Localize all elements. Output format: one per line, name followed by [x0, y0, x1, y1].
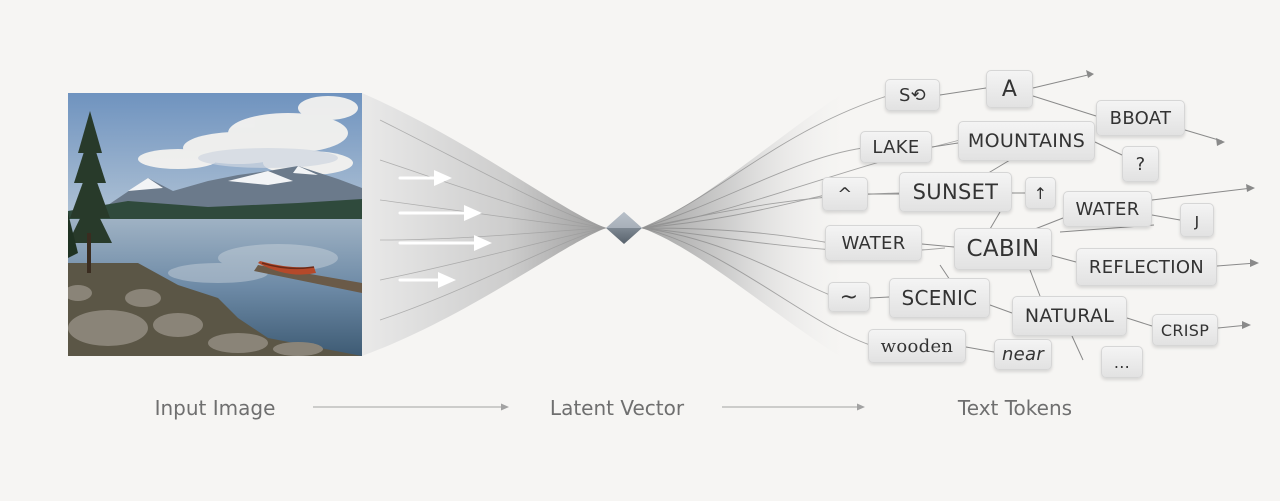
token-water-1: WATER — [1063, 191, 1152, 227]
token-natural: NATURAL — [1012, 296, 1127, 336]
flow-arrow-icon — [398, 205, 482, 221]
token-near: near — [994, 339, 1052, 370]
token-arrow-glyph: ↑ — [1025, 177, 1056, 209]
token-lake: LAKE — [860, 131, 932, 163]
token-a: A — [986, 70, 1033, 108]
token-mountains: MOUNTAINS — [958, 121, 1095, 161]
token-funnel — [641, 94, 961, 360]
token-s-glyph: S⟲ — [885, 79, 940, 111]
input-funnel — [362, 93, 607, 356]
flow-arrow-icon — [398, 235, 492, 251]
token-sunset: SUNSET — [899, 172, 1012, 212]
stage-label-latent: Latent Vector — [549, 396, 685, 420]
token-question: ? — [1122, 146, 1159, 182]
latent-vector-icon — [606, 212, 642, 244]
token-water-2: WATER — [825, 225, 922, 261]
stage-arrows — [313, 403, 865, 411]
token-output-arrows — [1086, 70, 1259, 329]
token-bboat: BBOAT — [1096, 100, 1185, 136]
flow-arrow-icon — [398, 272, 456, 288]
token-tilde: ~ — [828, 282, 870, 312]
stage-arrow-icon — [722, 403, 865, 411]
token-reflection: REFLECTION — [1076, 248, 1217, 286]
token-crisp: CRISP — [1152, 314, 1218, 346]
flow-arrow-icon — [398, 170, 452, 186]
token-cabin: CABIN — [954, 228, 1052, 270]
token-ellipsis: ... — [1101, 346, 1143, 378]
stage-label-input: Input Image — [154, 396, 276, 420]
input-image — [68, 93, 362, 356]
token-j-glyph: ȷ — [1180, 203, 1214, 237]
stage-arrow-icon — [313, 403, 509, 411]
token-scenic: SCENIC — [889, 278, 990, 318]
stage-label-tokens: Text Tokens — [957, 396, 1073, 420]
flow-arrows — [398, 170, 492, 288]
token-caret: ^ — [822, 177, 868, 211]
token-wooden: wooden — [868, 329, 966, 363]
